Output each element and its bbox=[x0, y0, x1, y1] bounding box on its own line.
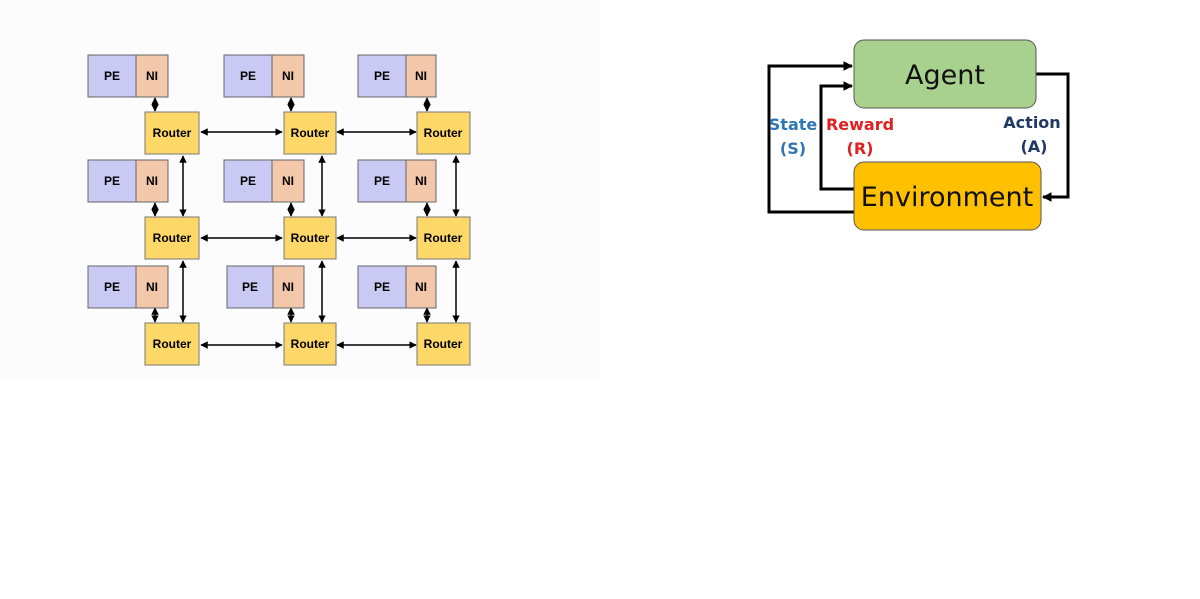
router-node: Router bbox=[144, 322, 200, 366]
pe-label: PE bbox=[240, 69, 256, 83]
ni-box bbox=[135, 159, 169, 203]
pe-label: PE bbox=[374, 280, 390, 294]
ni-label: NI bbox=[146, 280, 158, 294]
ni-box bbox=[135, 54, 169, 98]
pe-label: PE bbox=[374, 174, 390, 188]
pe-label: PE bbox=[240, 174, 256, 188]
pe-ni-node: PE NI bbox=[357, 54, 437, 98]
pe-label: PE bbox=[242, 280, 258, 294]
ni-box bbox=[271, 54, 305, 98]
pe-box bbox=[87, 159, 137, 203]
environment-label: Environment bbox=[861, 182, 1033, 213]
reward-symbol: (R) bbox=[847, 139, 874, 158]
router-label: Router bbox=[424, 231, 463, 245]
pe-label: PE bbox=[104, 174, 120, 188]
router-label: Router bbox=[153, 126, 192, 140]
pe-ni-node: PE NI bbox=[87, 54, 169, 98]
router-label: Router bbox=[153, 337, 192, 351]
router-label: Router bbox=[291, 231, 330, 245]
ni-label: NI bbox=[415, 280, 427, 294]
pe-box bbox=[87, 54, 137, 98]
pe-box bbox=[226, 265, 274, 309]
router-label: Router bbox=[153, 231, 192, 245]
router-node: Router bbox=[416, 216, 471, 260]
ni-box bbox=[405, 265, 437, 309]
ni-label: NI bbox=[415, 174, 427, 188]
reward-arrow bbox=[819, 81, 854, 191]
state-label: State bbox=[769, 115, 818, 134]
pe-box bbox=[223, 159, 273, 203]
router-label: Router bbox=[291, 126, 330, 140]
noc-mesh-diagram: PE NI PE NI PE NI Router Router Router bbox=[87, 54, 471, 366]
ni-box bbox=[272, 265, 305, 309]
pe-box bbox=[357, 265, 407, 309]
state-symbol: (S) bbox=[780, 139, 806, 158]
action-symbol: (A) bbox=[1020, 137, 1047, 156]
router-node: Router bbox=[416, 322, 471, 366]
ni-box bbox=[271, 159, 305, 203]
ni-label: NI bbox=[415, 69, 427, 83]
state-arrow bbox=[767, 61, 854, 214]
pe-box bbox=[223, 54, 273, 98]
router-label: Router bbox=[291, 337, 330, 351]
router-node: Router bbox=[144, 216, 200, 260]
pe-ni-node: PE NI bbox=[357, 265, 437, 309]
pe-box bbox=[87, 265, 137, 309]
environment-box bbox=[853, 161, 1042, 231]
reward-label: Reward bbox=[826, 115, 894, 134]
ni-box bbox=[405, 54, 437, 98]
ni-label: NI bbox=[282, 69, 294, 83]
pe-ni-node: PE NI bbox=[223, 159, 305, 203]
pe-ni-node: PE NI bbox=[87, 159, 169, 203]
pe-label: PE bbox=[104, 69, 120, 83]
pe-box bbox=[357, 159, 407, 203]
pe-label: PE bbox=[374, 69, 390, 83]
router-label: Router bbox=[424, 337, 463, 351]
action-label: Action bbox=[1003, 113, 1060, 132]
router-node: Router bbox=[144, 111, 200, 155]
router-label: Router bbox=[424, 126, 463, 140]
rl-loop-diagram: Agent Environment State (S) Reward (R) A… bbox=[767, 39, 1070, 231]
ni-box bbox=[405, 159, 437, 203]
action-arrow bbox=[1036, 72, 1070, 202]
router-node: Router bbox=[283, 111, 337, 155]
ni-label: NI bbox=[146, 174, 158, 188]
agent-label: Agent bbox=[905, 60, 985, 91]
ni-label: NI bbox=[282, 280, 294, 294]
pe-ni-node: PE NI bbox=[223, 54, 305, 98]
router-node: Router bbox=[283, 216, 337, 260]
pe-ni-node: PE NI bbox=[357, 159, 437, 203]
pe-ni-node: PE NI bbox=[226, 265, 305, 309]
ni-box bbox=[135, 265, 169, 309]
pe-label: PE bbox=[104, 280, 120, 294]
ni-label: NI bbox=[146, 69, 158, 83]
router-node: Router bbox=[283, 322, 337, 366]
ni-label: NI bbox=[282, 174, 294, 188]
pe-ni-node: PE NI bbox=[87, 265, 169, 309]
router-node: Router bbox=[416, 111, 471, 155]
agent-box bbox=[853, 39, 1037, 109]
